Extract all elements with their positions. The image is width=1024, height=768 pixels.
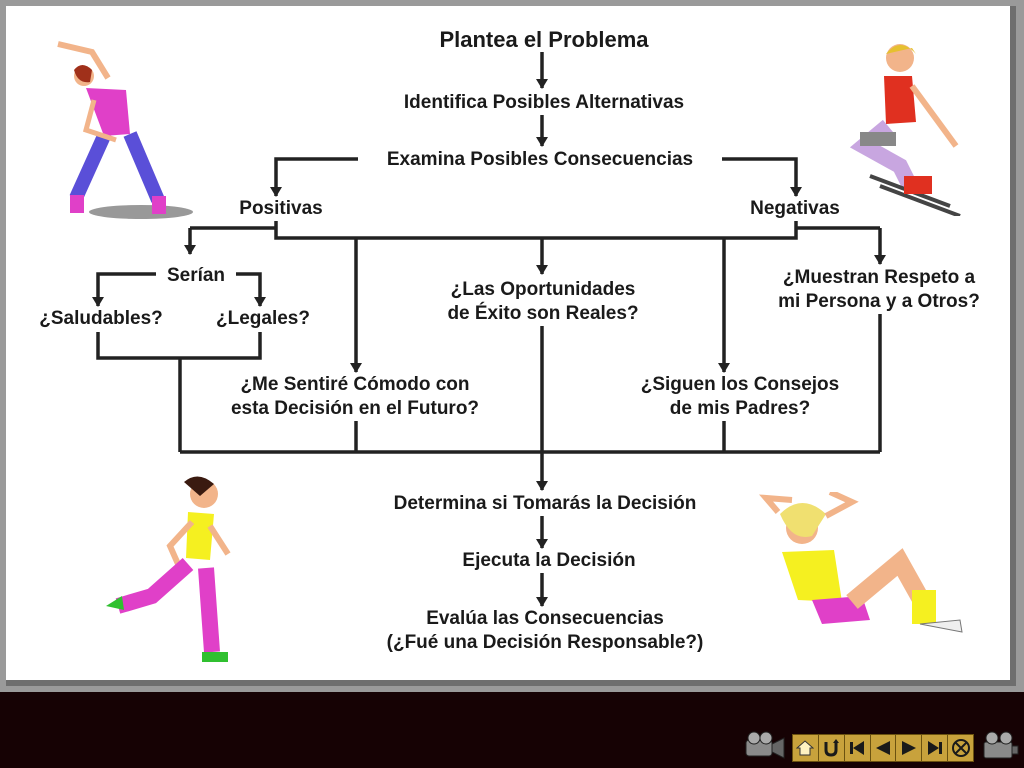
respeto-line-2: mi Persona y a Otros? xyxy=(778,291,980,312)
movie-camera-icon[interactable] xyxy=(742,730,786,762)
rowing-woman-illustration xyxy=(849,44,961,216)
last-slide-icon[interactable] xyxy=(922,735,949,761)
end-show-icon[interactable] xyxy=(948,735,973,761)
comodo-line-1: ¿Me Sentiré Cómodo con xyxy=(240,374,470,395)
slide-navigation-bar xyxy=(792,734,974,762)
projector-icon[interactable] xyxy=(980,730,1020,762)
oportunidades-line-1: ¿Las Oportunidades xyxy=(450,279,636,300)
flow-connectors xyxy=(92,51,886,607)
slide-frame: Plantea el Problema Identifica Posibles … xyxy=(0,0,1024,692)
label-legales: ¿Legales? xyxy=(204,307,322,331)
box-respeto: ¿Muestran Respeto a mi Persona y a Otros… xyxy=(756,266,1002,314)
oportunidades-line-2: de Éxito son Reales? xyxy=(447,303,639,324)
step-consecuencias: Examina Posibles Consecuencias xyxy=(358,148,722,172)
step-ejecuta: Ejecuta la Decisión xyxy=(440,549,658,573)
box-evalua: Evalúa las Consecuencias (¿Fué una Decis… xyxy=(358,607,732,655)
first-slide-icon[interactable] xyxy=(845,735,871,761)
home-icon[interactable] xyxy=(793,735,819,761)
running-woman-illustration xyxy=(106,476,231,662)
previous-slide-icon[interactable] xyxy=(871,735,897,761)
box-oportunidades: ¿Las Oportunidades de Éxito son Reales? xyxy=(422,278,664,326)
consejos-line-1: ¿Siguen los Consejos xyxy=(640,374,840,395)
label-negativas: Negativas xyxy=(736,197,854,221)
step-determina: Determina si Tomarás la Decisión xyxy=(366,492,724,516)
label-positivas: Positivas xyxy=(228,197,334,221)
slide-canvas: Plantea el Problema Identifica Posibles … xyxy=(6,6,1016,686)
evalua-line-2: (¿Fué una Decisión Responsable?) xyxy=(386,632,704,653)
stretching-woman-illustration xyxy=(57,41,193,219)
label-saludables: ¿Saludables? xyxy=(24,307,178,331)
box-comodo: ¿Me Sentiré Cómodo con esta Decisión en … xyxy=(202,373,508,421)
evalua-line-1: Evalúa las Consecuencias xyxy=(426,608,664,629)
return-icon[interactable] xyxy=(819,735,845,761)
label-serian: Serían xyxy=(156,264,236,288)
comodo-line-2: esta Decisión en el Futuro? xyxy=(230,398,480,419)
respeto-line-1: ¿Muestran Respeto a xyxy=(782,267,976,288)
situp-woman-illustration xyxy=(759,492,963,633)
box-consejos: ¿Siguen los Consejos de mis Padres? xyxy=(618,373,862,421)
title-plantea: Plantea el Problema xyxy=(398,28,690,52)
step-alternativas: Identifica Posibles Alternativas xyxy=(376,91,712,115)
consejos-line-2: de mis Padres? xyxy=(669,398,811,419)
next-slide-icon[interactable] xyxy=(896,735,923,761)
